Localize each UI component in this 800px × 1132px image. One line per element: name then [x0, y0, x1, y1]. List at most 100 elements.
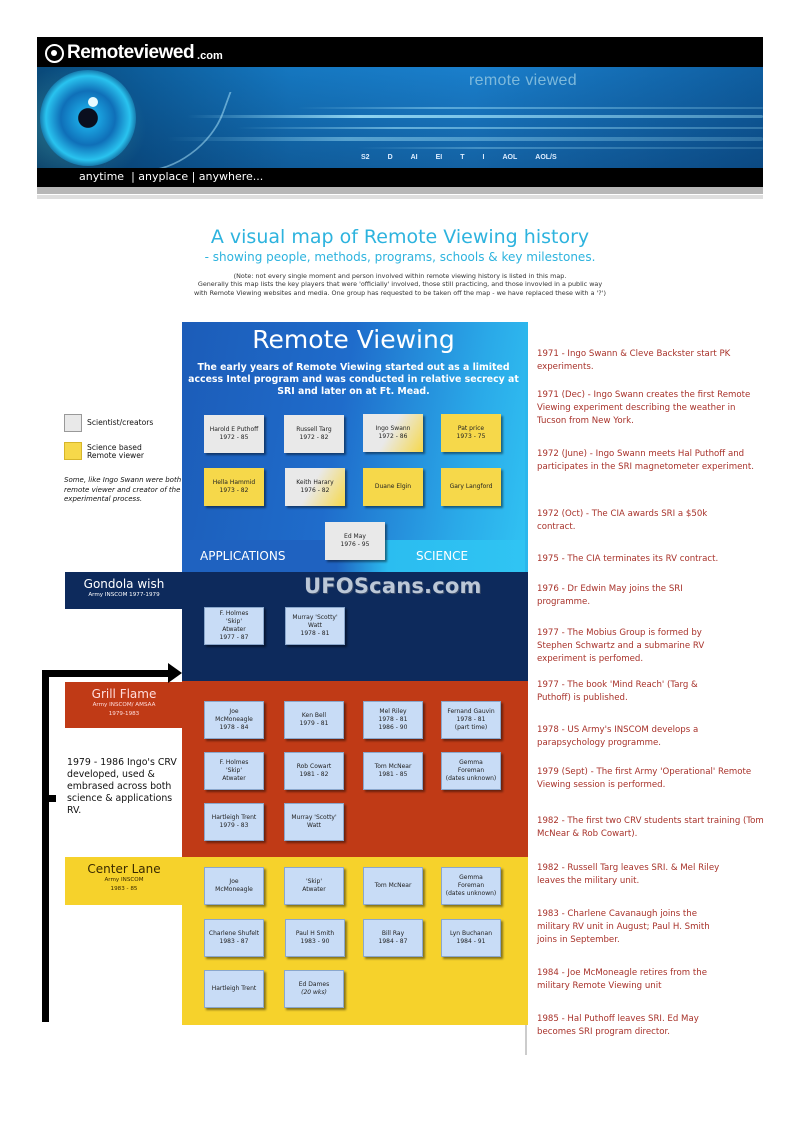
- card-line: Atwater: [302, 886, 326, 893]
- nav-item-s2[interactable]: S2: [361, 154, 370, 161]
- group-sub: 1983 - 85: [110, 886, 138, 892]
- tagline-bar: anytime | anyplace | anywhere...: [37, 168, 763, 187]
- timeline-item: 1979 (Sept) - The first Army 'Operationa…: [537, 767, 752, 790]
- card-line: Mel Riley: [379, 708, 407, 715]
- person-card[interactable]: Duane Elgin: [363, 468, 423, 506]
- person-name: Pat price: [457, 425, 485, 432]
- logo-name: Remoteviewed: [67, 42, 195, 63]
- card-line: Fernand Gauvin: [447, 708, 495, 715]
- person-card[interactable]: Ed Dames(20 wks): [284, 970, 344, 1008]
- person-name: Keith Harary: [296, 479, 334, 486]
- person-card-text: F. Holmes'Skip'Atwater: [220, 759, 249, 783]
- applications-label: APPLICATIONS: [200, 549, 286, 563]
- divider: [37, 195, 763, 199]
- legend-label: Scientist/creators: [87, 418, 154, 427]
- site-logo[interactable]: Remoteviewed .com: [45, 42, 223, 64]
- card-line: Charlene Shufelt: [208, 930, 260, 937]
- banner-top-bar: Remoteviewed .com: [37, 37, 763, 67]
- person-card[interactable]: Gary Langford: [441, 468, 501, 506]
- card-line: Murray 'Scotty': [292, 614, 338, 621]
- nav-item-aol[interactable]: AOL: [502, 154, 518, 161]
- card-line: 1986 - 90: [378, 724, 408, 731]
- timeline-item: 1982 - The first two CRV students start …: [537, 816, 764, 839]
- note-line: with Remote Viewing websites and media. …: [194, 288, 606, 297]
- card-line: Hartleigh Trent: [211, 814, 257, 821]
- person-dates: 1972 - 86: [378, 433, 408, 440]
- legend-label: Science based Remote viewer: [87, 443, 144, 460]
- nav-item-aols[interactable]: AOL/S: [535, 154, 557, 161]
- card-line: 1984 - 91: [456, 938, 486, 945]
- person-card[interactable]: Tom McNear: [363, 867, 423, 905]
- nav-item-i[interactable]: I: [482, 154, 485, 161]
- person-dates: 1972 - 85: [219, 434, 249, 441]
- card-line: 1984 - 87: [378, 938, 408, 945]
- nav-item-t[interactable]: T: [460, 154, 465, 161]
- nav-item-ei[interactable]: EI: [435, 154, 443, 161]
- banner-nav: S2 D AI EI T I AOL AOL/S: [361, 154, 575, 161]
- card-line: Atwater: [222, 775, 246, 782]
- card-line: 1979 - 81: [299, 720, 329, 727]
- card-line: 1978 - 81: [456, 716, 486, 723]
- crv-bracket: [42, 670, 49, 1022]
- timeline-item: 1976 - Dr Edwin May joins the SRI progra…: [537, 584, 683, 607]
- person-dates: 1973 - 82: [219, 487, 249, 494]
- timeline-item: 1983 - Charlene Cavanaugh joins the mili…: [537, 909, 710, 945]
- person-card-text: Ed Dames(20 wks): [299, 981, 329, 997]
- person-card[interactable]: Murray 'Scotty'Watt: [284, 803, 344, 841]
- card-line: Gemma: [459, 874, 483, 881]
- timeline-bar-grill: [525, 681, 528, 857]
- card-line: McMoneagle: [215, 716, 253, 723]
- person-dates: 1976 - 82: [300, 487, 330, 494]
- person-card[interactable]: F. Holmes'Skip'Atwater: [204, 752, 264, 790]
- person-name: Harold E Puthoff: [209, 426, 259, 433]
- person-card[interactable]: 'Skip'Atwater: [284, 867, 344, 905]
- card-line: 1981 - 82: [299, 771, 329, 778]
- person-card[interactable]: Hartleigh Trent: [204, 970, 264, 1008]
- card-line: Watt: [307, 822, 321, 829]
- nav-item-d[interactable]: D: [387, 154, 393, 161]
- timeline-item: 1982 - Russell Targ leaves SRI. & Mel Ri…: [537, 863, 720, 886]
- card-line: 1981 - 85: [378, 771, 408, 778]
- card-line: Tom McNear: [374, 882, 412, 889]
- eye-shine: [88, 97, 98, 107]
- intro-note: (Note: not every single moment and perso…: [0, 272, 800, 297]
- group-sub: Army INSCOM: [104, 877, 144, 883]
- light-streak: [297, 107, 763, 109]
- card-line: 1978 - 84: [219, 724, 249, 731]
- person-name: Ingo Swann: [375, 425, 411, 432]
- card-line: McMoneagle: [215, 886, 253, 893]
- nav-item-ai[interactable]: AI: [410, 154, 418, 161]
- tagline: anytime | anyplace | anywhere...: [79, 170, 264, 183]
- timeline-item: 1975 - The CIA terminates its RV contrac…: [537, 554, 719, 564]
- card-line: F. Holmes: [219, 610, 249, 617]
- group-sub: 1979-1983: [108, 711, 140, 717]
